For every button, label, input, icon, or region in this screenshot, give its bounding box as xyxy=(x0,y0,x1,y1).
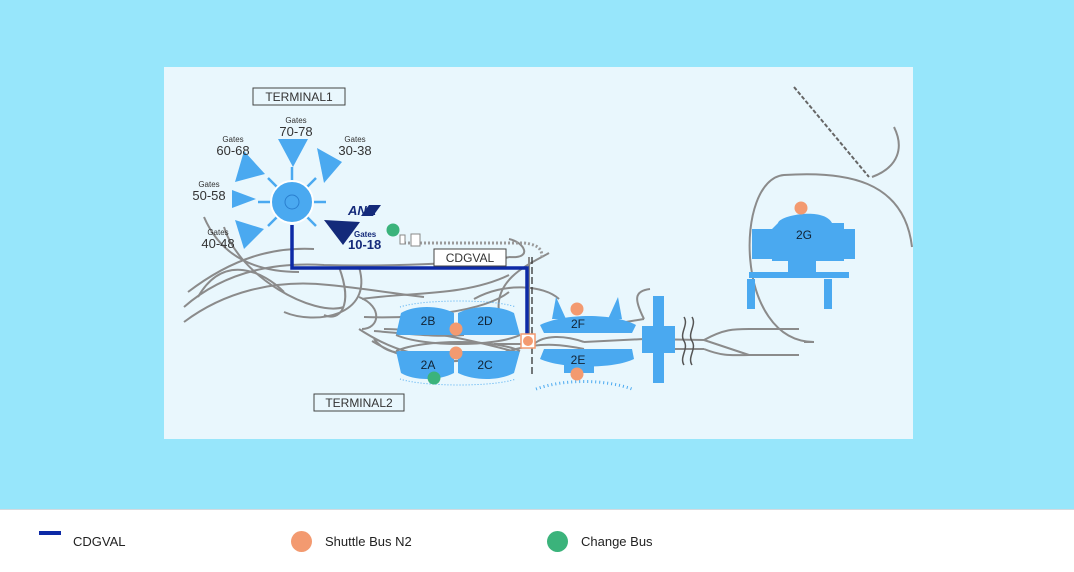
ana-logo-stripe xyxy=(361,205,381,216)
legend-cdgval-label: CDGVAL xyxy=(73,533,126,549)
terminal1 xyxy=(232,139,342,249)
gates-caption: Gates xyxy=(222,135,243,144)
terminal1-label: TERMINAL1 xyxy=(265,90,333,104)
airport-map: TERMINAL1 TERMINAL2 CDGVAL Gates 70-78 G… xyxy=(183,86,913,412)
legend-change: Change Bus xyxy=(547,510,653,572)
change-bus-stop xyxy=(386,223,400,237)
t1-satellite xyxy=(278,139,308,167)
t1-satellite xyxy=(232,190,256,208)
change-bus-swatch xyxy=(547,530,568,552)
map-panel: TERMINAL1 TERMINAL2 CDGVAL Gates 70-78 G… xyxy=(164,67,913,439)
gates-range: 40-48 xyxy=(201,236,234,251)
cdgval-extension-track xyxy=(404,241,544,260)
legend-shuttle: Shuttle Bus N2 xyxy=(291,510,412,572)
gates-range: 50-58 xyxy=(192,188,225,203)
shuttle-bus-swatch xyxy=(291,530,312,552)
terminal2-ef xyxy=(535,297,636,391)
ana-gates-range: 10-18 xyxy=(348,237,381,252)
shuttle-bus-stop xyxy=(449,346,463,360)
hall-2f-label: 2F xyxy=(571,317,585,331)
hall-2e-label: 2E xyxy=(571,353,586,367)
station-marker xyxy=(399,234,406,245)
cdgval-line xyxy=(290,225,529,339)
terminal2g xyxy=(747,213,855,309)
hall-2a-label: 2A xyxy=(421,358,436,372)
shuttle-bus-stop xyxy=(794,201,808,215)
t1-satellite xyxy=(235,151,265,182)
gates-caption: Gates xyxy=(207,228,228,237)
terminal2-label-box xyxy=(313,393,405,412)
legend-cdgval: CDGVAL xyxy=(39,510,126,572)
hall-2b-label: 2B xyxy=(421,314,436,328)
ana-gates-caption: Gates xyxy=(354,230,377,239)
terminal1-label-box xyxy=(252,87,346,106)
terminal-cross xyxy=(642,296,675,383)
hall-2c-label: 2C xyxy=(477,358,493,372)
shuttle-bus-stop xyxy=(449,322,463,336)
t1-satellite xyxy=(317,148,342,183)
change-bus-stop xyxy=(427,371,441,385)
shuttle-bus-stop xyxy=(570,367,584,381)
cdgval-label-box xyxy=(433,248,507,267)
cdgval-label: CDGVAL xyxy=(446,251,495,265)
hall-2d-label: 2D xyxy=(477,314,493,328)
hall-2g-label: 2G xyxy=(796,228,812,242)
shuttle-bus-stop xyxy=(570,302,584,316)
legend-change-label: Change Bus xyxy=(581,533,653,549)
gates-caption: Gates xyxy=(285,116,306,125)
station-marker xyxy=(410,233,421,247)
gates-range: 30-38 xyxy=(338,143,371,158)
road-break xyxy=(681,316,695,366)
gates-range: 60-68 xyxy=(216,143,249,158)
legend-shuttle-label: Shuttle Bus N2 xyxy=(325,533,412,549)
gates-range: 70-78 xyxy=(279,124,312,139)
gates-caption: Gates xyxy=(198,180,219,189)
cdgval-swatch xyxy=(39,531,61,535)
rail-line xyxy=(793,86,870,178)
ana-satellite xyxy=(324,220,360,245)
shuttle-bus-stop xyxy=(523,336,533,346)
terminal2-label: TERMINAL2 xyxy=(325,396,393,410)
terminal2-ad xyxy=(395,300,521,386)
gates-caption: Gates xyxy=(344,135,365,144)
map-legend: CDGVAL Shuttle Bus N2 Change Bus xyxy=(0,509,1074,572)
t1-satellite xyxy=(235,220,264,249)
